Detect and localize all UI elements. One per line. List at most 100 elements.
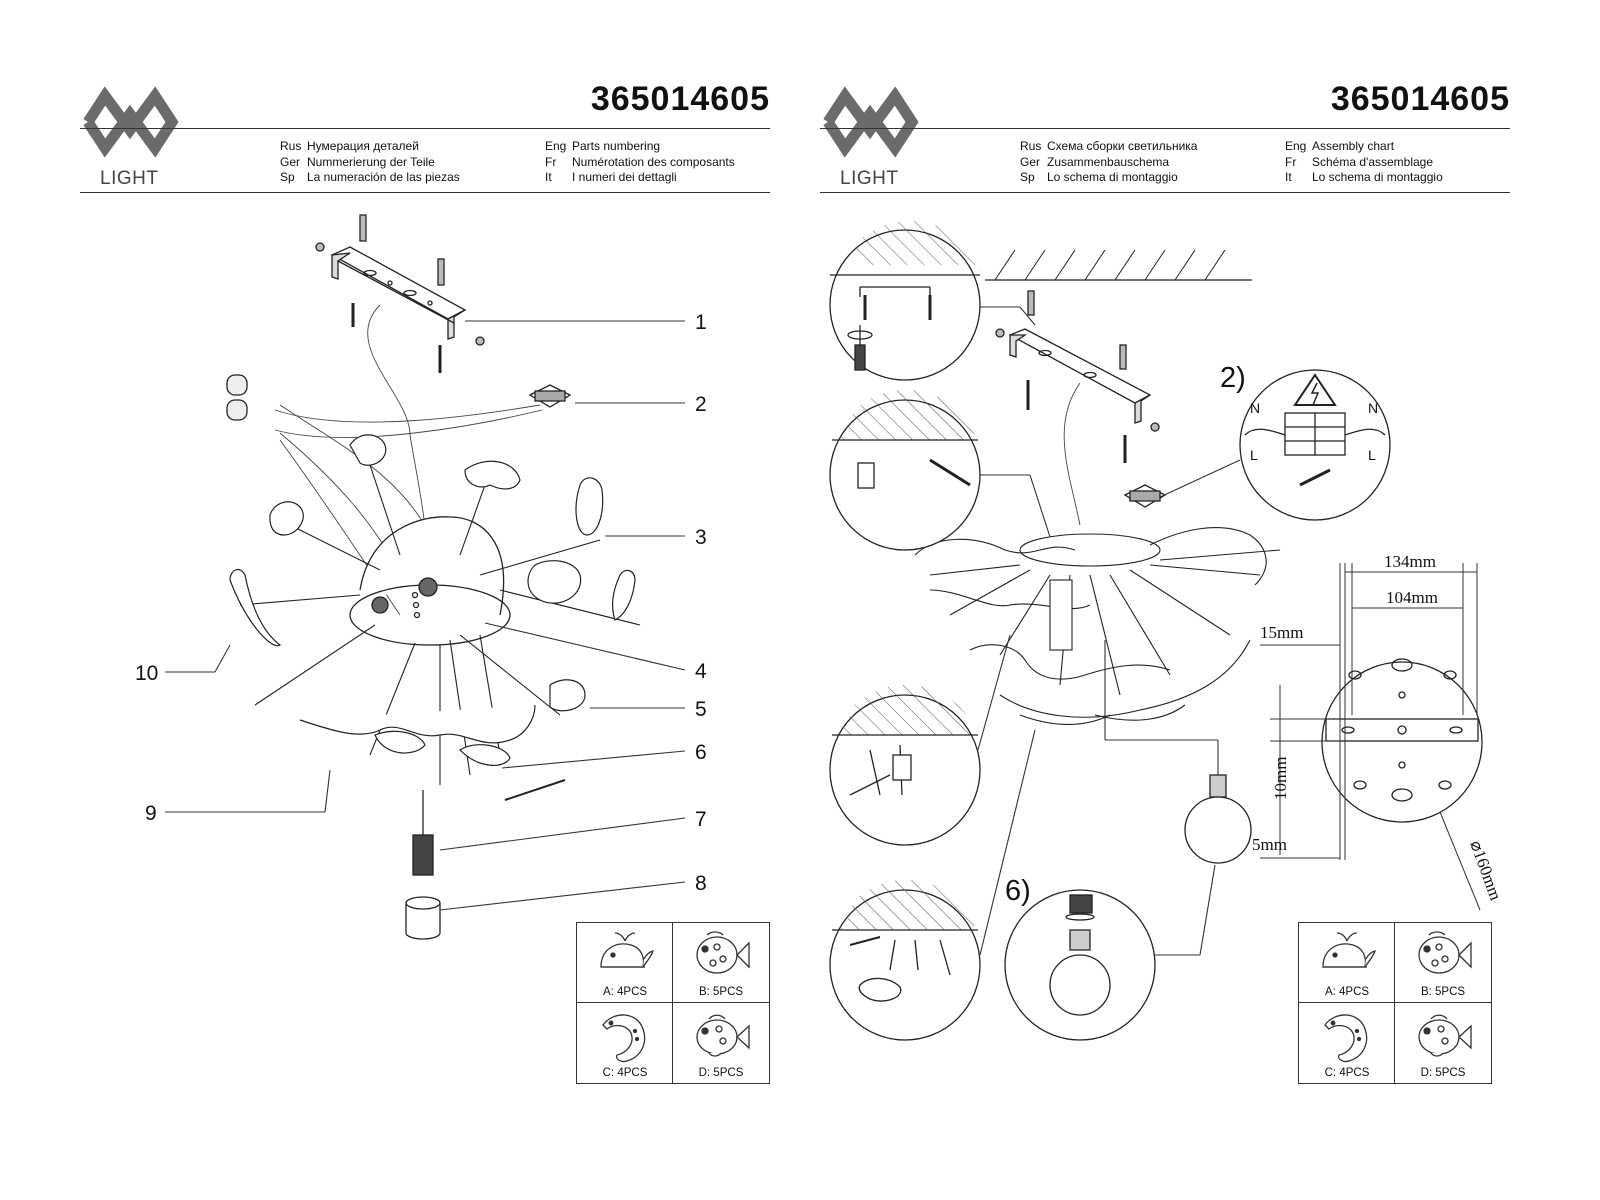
wire-connectors bbox=[226, 374, 248, 421]
dimension-inner-width: 104mm bbox=[1386, 588, 1438, 607]
fish-icon bbox=[696, 1014, 750, 1057]
terminal-block bbox=[528, 384, 572, 408]
part-number-7: 7 bbox=[695, 808, 707, 831]
step-circle-1 bbox=[829, 220, 985, 381]
wiring-label-n-right: N bbox=[1368, 400, 1378, 416]
mounting-bracket bbox=[1008, 328, 1152, 424]
part-number-5: 5 bbox=[695, 698, 707, 721]
step-circle-4 bbox=[829, 684, 981, 846]
part-number-8: 8 bbox=[695, 872, 707, 895]
socket-ring bbox=[405, 896, 441, 940]
part-number-3: 3 bbox=[695, 526, 707, 549]
legend-cell-c: C: 4PCS bbox=[1299, 1003, 1395, 1083]
part-number-4: 4 bbox=[695, 660, 707, 683]
legend-label: A: 4PCS bbox=[1324, 986, 1370, 998]
step-circle-6 bbox=[1004, 889, 1156, 1041]
legend-cell-b: B: 5PCS bbox=[673, 923, 769, 1003]
step-label-4: 4) bbox=[820, 690, 821, 722]
animal-parts-legend: A: 4PCS B: 5PCS C: 4PCS D: 5PCS bbox=[1298, 922, 1492, 1084]
light-bulb bbox=[1184, 774, 1252, 864]
legend-label: C: 4PCS bbox=[1324, 1067, 1370, 1079]
wiring-label-l-right: L bbox=[1368, 447, 1376, 463]
legend-cell-b: B: 5PCS bbox=[1395, 923, 1491, 1003]
header-rule-bottom bbox=[820, 192, 1510, 193]
step-leader-lines bbox=[977, 306, 1241, 956]
dimension-diameter: ⌀160mm bbox=[1466, 838, 1505, 903]
step-circle-2 bbox=[1239, 369, 1391, 521]
decorative-animals bbox=[229, 434, 636, 766]
part-number-10: 10 bbox=[135, 662, 158, 685]
step-label-5: 5) bbox=[820, 875, 821, 907]
part-number-9: 9 bbox=[145, 802, 157, 825]
power-wire bbox=[1063, 382, 1081, 526]
legend-cell-d: D: 5PCS bbox=[673, 1003, 769, 1083]
fish-icon bbox=[1418, 1014, 1472, 1057]
legend-label: D: 5PCS bbox=[1420, 1067, 1466, 1079]
step-circle-3 bbox=[829, 389, 981, 551]
dolphin-icon bbox=[1324, 1014, 1368, 1063]
legend-cell-a: A: 4PCS bbox=[577, 923, 673, 1003]
step-circle-5 bbox=[829, 879, 981, 1041]
legend-label: A: 4PCS bbox=[602, 986, 648, 998]
dimension-offset-x: 15mm bbox=[1260, 623, 1303, 642]
spare-rod bbox=[504, 779, 566, 801]
legend-label: B: 5PCS bbox=[1420, 986, 1466, 998]
part-number-1: 1 bbox=[695, 311, 707, 334]
part-number-6: 6 bbox=[695, 741, 707, 764]
assembled-lamp bbox=[914, 527, 1281, 725]
whale-icon bbox=[600, 932, 654, 968]
step-label-1: 1) bbox=[820, 240, 821, 272]
fish-icon bbox=[1418, 931, 1472, 974]
part-number-2: 2 bbox=[695, 393, 707, 416]
wiring-label-l-left: L bbox=[1250, 447, 1258, 463]
step-label-2: 2) bbox=[1220, 362, 1246, 394]
legend-label: D: 5PCS bbox=[698, 1067, 744, 1079]
dimension-outer-width: 134mm bbox=[1384, 552, 1436, 571]
canopy-dimension-drawing bbox=[1321, 658, 1483, 823]
legend-cell-d: D: 5PCS bbox=[1395, 1003, 1491, 1083]
dimension-lines bbox=[1260, 563, 1481, 911]
header-rule-bottom bbox=[80, 192, 770, 193]
wall-anchors bbox=[315, 214, 485, 373]
legend-cell-c: C: 4PCS bbox=[577, 1003, 673, 1083]
assembly-diagram: 134mm 104mm 15mm 10mm 5mm ⌀160mm N L N L… bbox=[820, 220, 1505, 1041]
ceiling-line bbox=[985, 249, 1252, 281]
animal-parts-legend: A: 4PCS B: 5PCS C: 4PCS D: 5PCS bbox=[576, 922, 770, 1084]
header-rule-top bbox=[80, 128, 770, 129]
header-rule-top bbox=[820, 128, 1510, 129]
model-number: 365014605 bbox=[1330, 80, 1510, 118]
logo-text: LIGHT bbox=[100, 168, 159, 189]
wall-anchors bbox=[995, 290, 1160, 463]
mw-light-logo bbox=[823, 86, 919, 158]
dimension-bottom-offset: 5mm bbox=[1252, 835, 1287, 854]
mounting-bracket bbox=[330, 246, 467, 340]
model-number: 365014605 bbox=[590, 80, 770, 118]
legend-cell-a: A: 4PCS bbox=[1299, 923, 1395, 1003]
dimension-height: 10mm bbox=[1271, 757, 1290, 800]
legend-label: B: 5PCS bbox=[698, 986, 744, 998]
exploded-parts-diagram: 1 2 3 4 5 6 7 8 9 10 bbox=[135, 214, 707, 940]
logo-text: LIGHT bbox=[840, 168, 899, 189]
legend-label: C: 4PCS bbox=[602, 1067, 648, 1079]
lamp-socket bbox=[412, 790, 434, 876]
mw-light-logo bbox=[83, 86, 179, 158]
fish-icon bbox=[696, 931, 750, 974]
whale-icon bbox=[1322, 932, 1376, 968]
step-label-6: 6) bbox=[1005, 875, 1031, 907]
step-label-3: 3) bbox=[820, 400, 821, 432]
